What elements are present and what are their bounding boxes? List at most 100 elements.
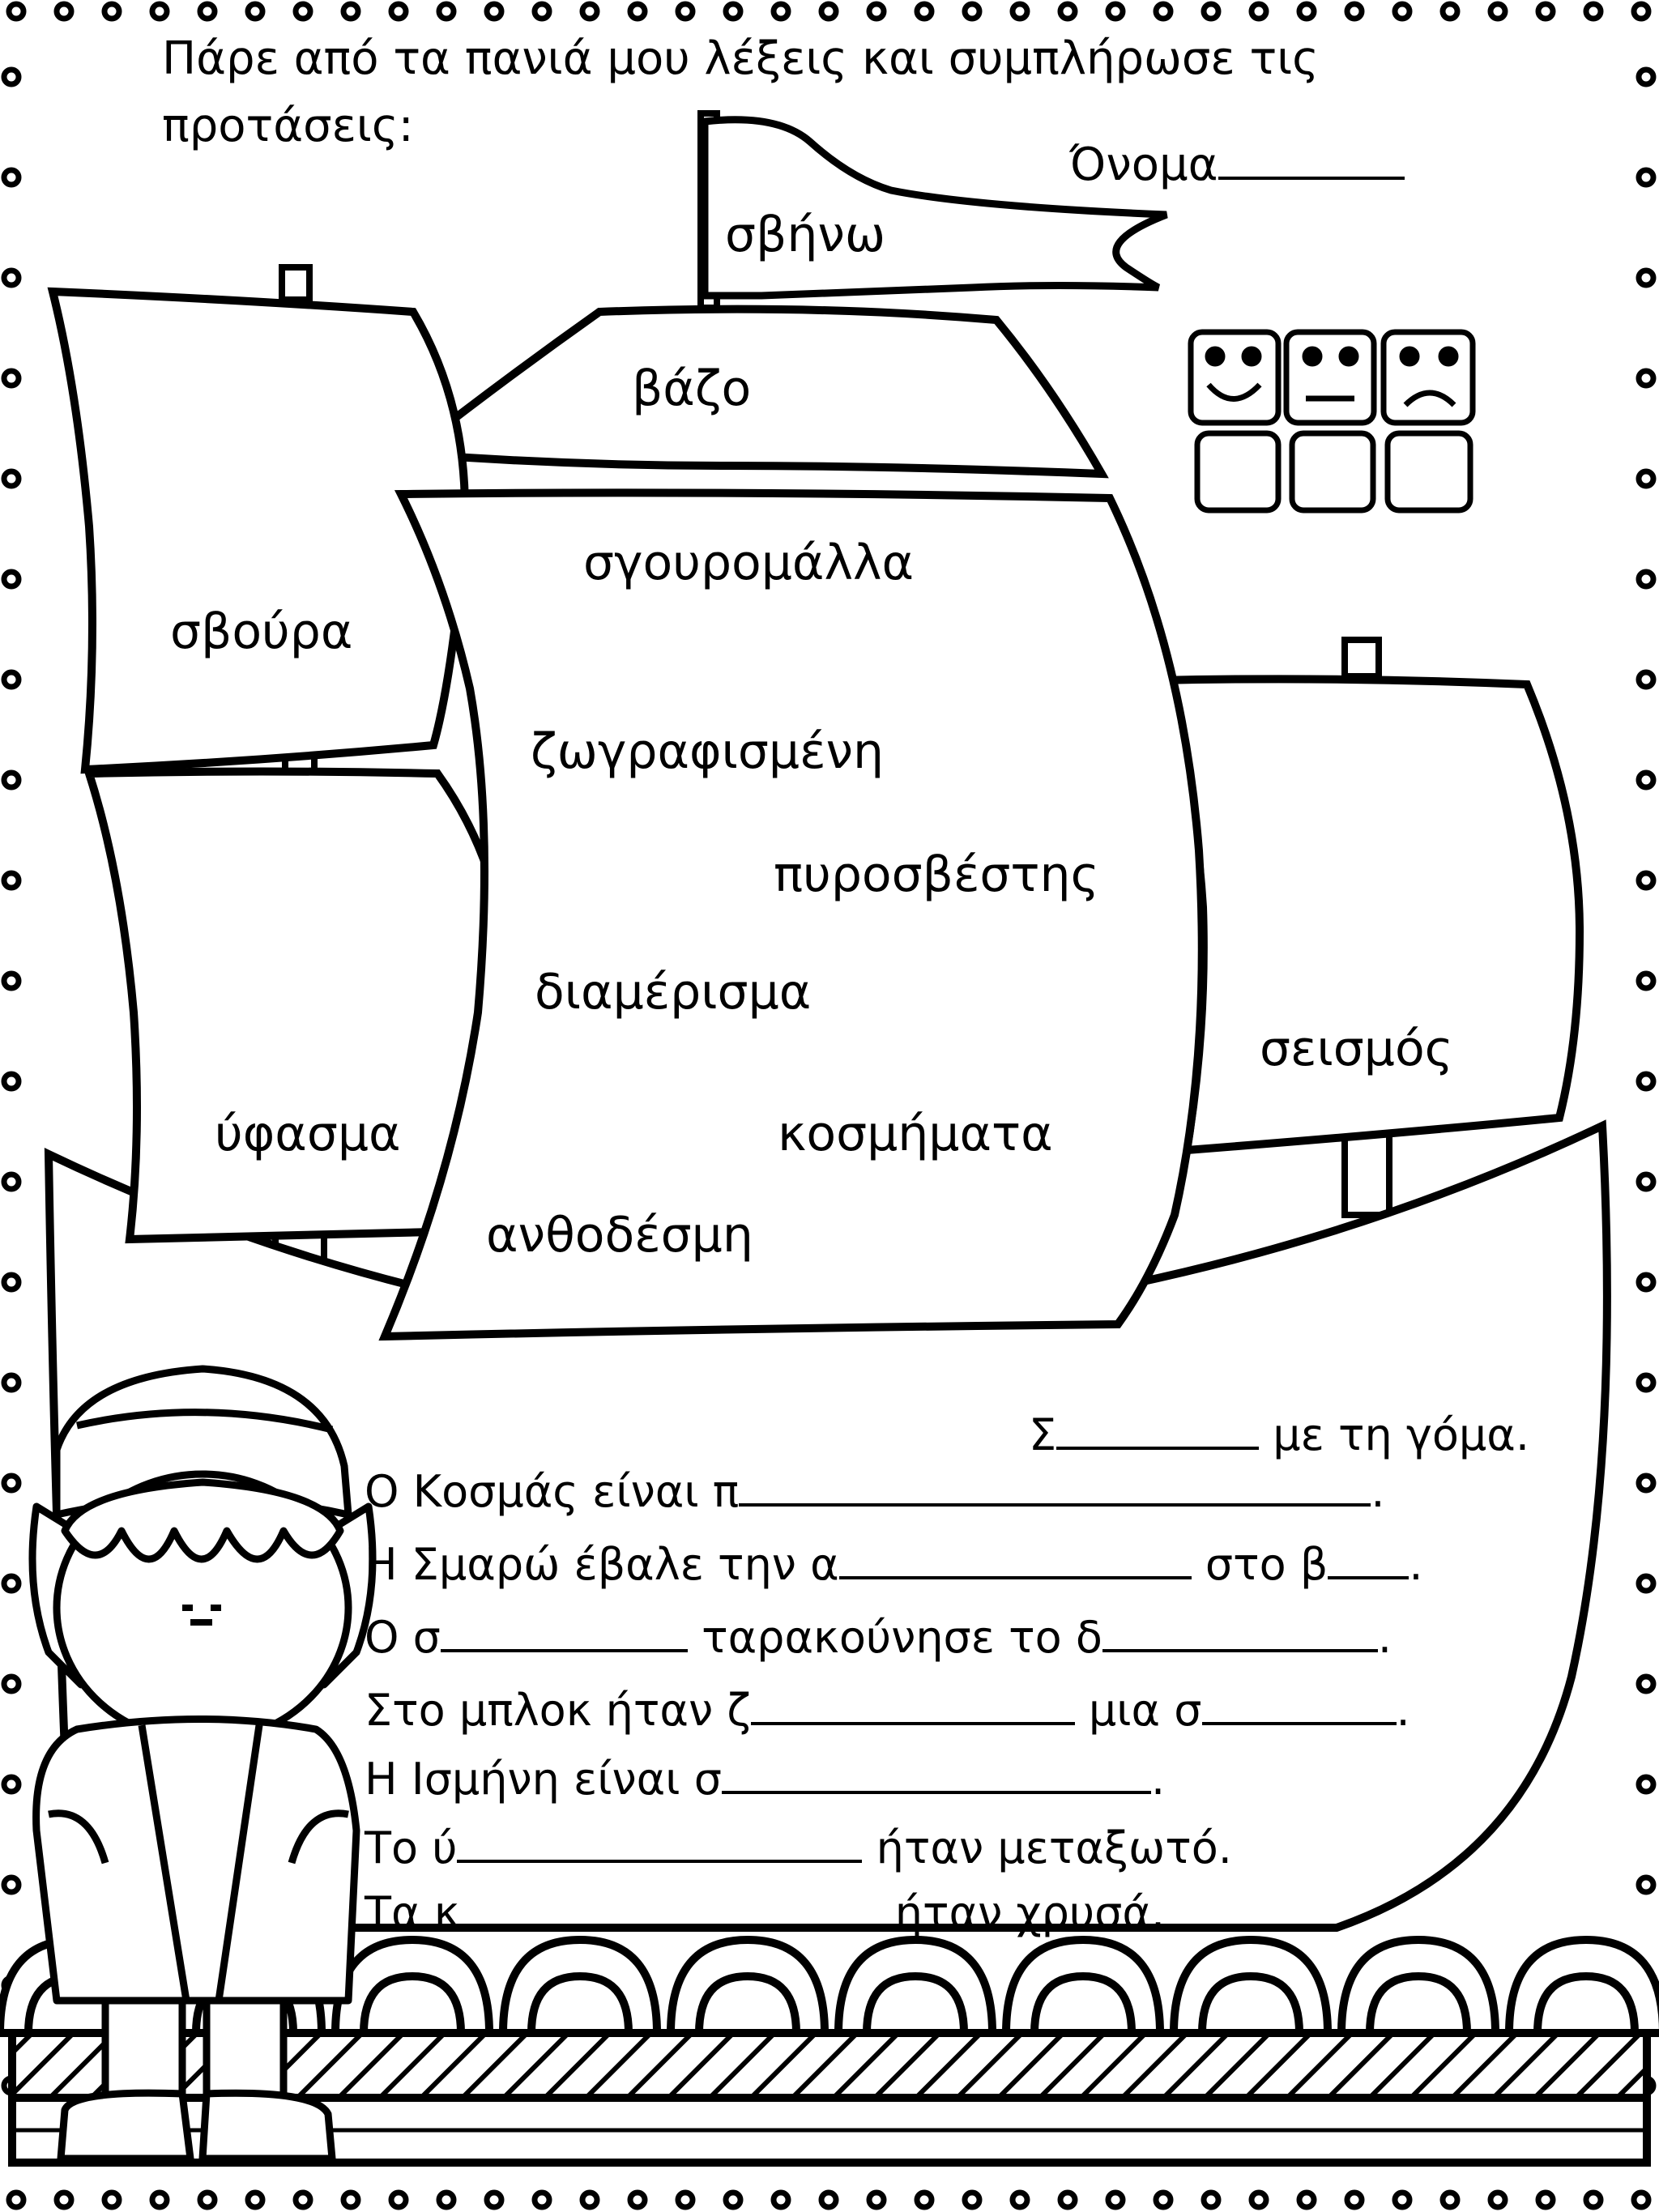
word-right-sail: σεισμός (1260, 1021, 1453, 1077)
sentence-6-blank[interactable] (721, 1754, 1151, 1794)
sentence-4-blank-2[interactable] (1102, 1612, 1378, 1652)
sentence-7-end: ήταν μεταξωτό. (876, 1822, 1232, 1873)
sentence-8-start: Τα κ (365, 1887, 460, 1938)
word-main-sail-5: κοσμήματα (778, 1106, 1053, 1162)
border-dot (914, 2189, 935, 2210)
border-dot (579, 1, 600, 22)
sentence-1-blank[interactable] (1056, 1409, 1260, 1450)
name-field[interactable]: Όνομα (1069, 139, 1405, 188)
border-dot (1, 970, 22, 991)
border-dot (1631, 1, 1652, 22)
border-dot (1, 769, 22, 791)
border-dot (1487, 1, 1508, 22)
shield-inner (1198, 1971, 1303, 2034)
border-dot (1636, 1372, 1657, 1393)
border-dot (1636, 769, 1657, 791)
boy-character (28, 1365, 377, 2163)
border-dot (1636, 1171, 1657, 1192)
border-dot (531, 2189, 552, 2210)
instruction-line-2: προτάσεις: (162, 100, 414, 152)
smiley-face-icon (1205, 346, 1262, 402)
border-dot (6, 1, 27, 22)
border-dot (1392, 1, 1413, 22)
sentence-3-blank-1[interactable] (838, 1539, 1192, 1579)
border-dot (1535, 2189, 1556, 2210)
border-dot (149, 1, 170, 22)
border-dot (1583, 1, 1604, 22)
border-dot (1153, 2189, 1174, 2210)
shield-inner (863, 1971, 968, 2034)
sentence-5-end: . (1396, 1685, 1410, 1736)
border-dot (101, 1, 122, 22)
border-dot (292, 2189, 313, 2210)
border-dot (1, 669, 22, 690)
sentence-3: Η Σμαρώ έβαλε την α στο β. (365, 1539, 1422, 1587)
border-dot (1, 1673, 22, 1694)
sentence-3-blank-2[interactable] (1328, 1539, 1410, 1579)
border-dot (1636, 870, 1657, 891)
border-dot (484, 2189, 505, 2210)
shield (1337, 1935, 1500, 2037)
border-dot (962, 2189, 983, 2210)
border-dot (723, 1, 744, 22)
border-dot (436, 2189, 457, 2210)
border-dot (1248, 2189, 1269, 2210)
border-dot (1535, 1, 1556, 22)
sentence-3-mid: στο β (1205, 1539, 1328, 1590)
sentence-2-blank[interactable] (739, 1466, 1371, 1507)
border-dot (1, 1171, 22, 1192)
shield (1001, 1935, 1165, 2037)
border-dot (245, 1, 266, 22)
border-dot (388, 2189, 409, 2210)
sentence-7-blank[interactable] (457, 1822, 863, 1863)
word-left-upper-sail: σβούρα (170, 603, 353, 660)
border-dot (1, 1874, 22, 1895)
border-dot (1, 1573, 22, 1594)
border-dot (1439, 2189, 1461, 2210)
word-main-sail-6: ανθοδέσμη (486, 1207, 753, 1264)
border-dot (818, 1, 839, 22)
border-dot (627, 1, 648, 22)
sentence-5-blank-1[interactable] (750, 1685, 1075, 1725)
border-dot (1, 66, 22, 87)
word-main-sail-2: ζωγραφισμένη (531, 723, 885, 780)
border-dot (436, 1, 457, 22)
word-left-lower-sail: ύφασμα (215, 1106, 401, 1162)
shield-inner (1366, 1971, 1471, 2034)
shield (1504, 1935, 1659, 2037)
border-dot (1, 167, 22, 188)
border-dot (770, 1, 791, 22)
border-dot (1631, 2189, 1652, 2210)
sail-right (1152, 675, 1584, 1155)
border-dot (1, 870, 22, 891)
border-dot (245, 2189, 266, 2210)
border-dot (1, 1372, 22, 1393)
border-dot (1, 468, 22, 489)
border-dot (866, 1, 887, 22)
sentence-4-blank-1[interactable] (440, 1612, 688, 1652)
border-dot (1, 267, 22, 288)
sentence-7-start: Το ύ (365, 1822, 458, 1873)
border-dot (1009, 1, 1030, 22)
border-dot (627, 2189, 648, 2210)
border-dot (1636, 368, 1657, 389)
border-dot (1, 1774, 22, 1795)
border-dot (818, 2189, 839, 2210)
sentence-6-end: . (1150, 1754, 1166, 1805)
border-dot (1344, 2189, 1365, 2210)
shield (666, 1935, 830, 2037)
sentence-4-end: . (1377, 1612, 1392, 1663)
border-dot (1636, 468, 1657, 489)
sentence-8-blank[interactable] (459, 1887, 881, 1928)
border-dot (1439, 1, 1461, 22)
shield-inner (1533, 1971, 1639, 2034)
sentence-2-start: Ο Κοσμάς είναι π (365, 1466, 740, 1517)
border-dot (1636, 1673, 1657, 1694)
shield (498, 1935, 662, 2037)
name-blank[interactable] (1218, 139, 1405, 180)
border-dot (53, 2189, 75, 2210)
border-dot (197, 1, 218, 22)
border-dot (53, 1, 75, 22)
sentence-5-blank-2[interactable] (1201, 1685, 1397, 1725)
